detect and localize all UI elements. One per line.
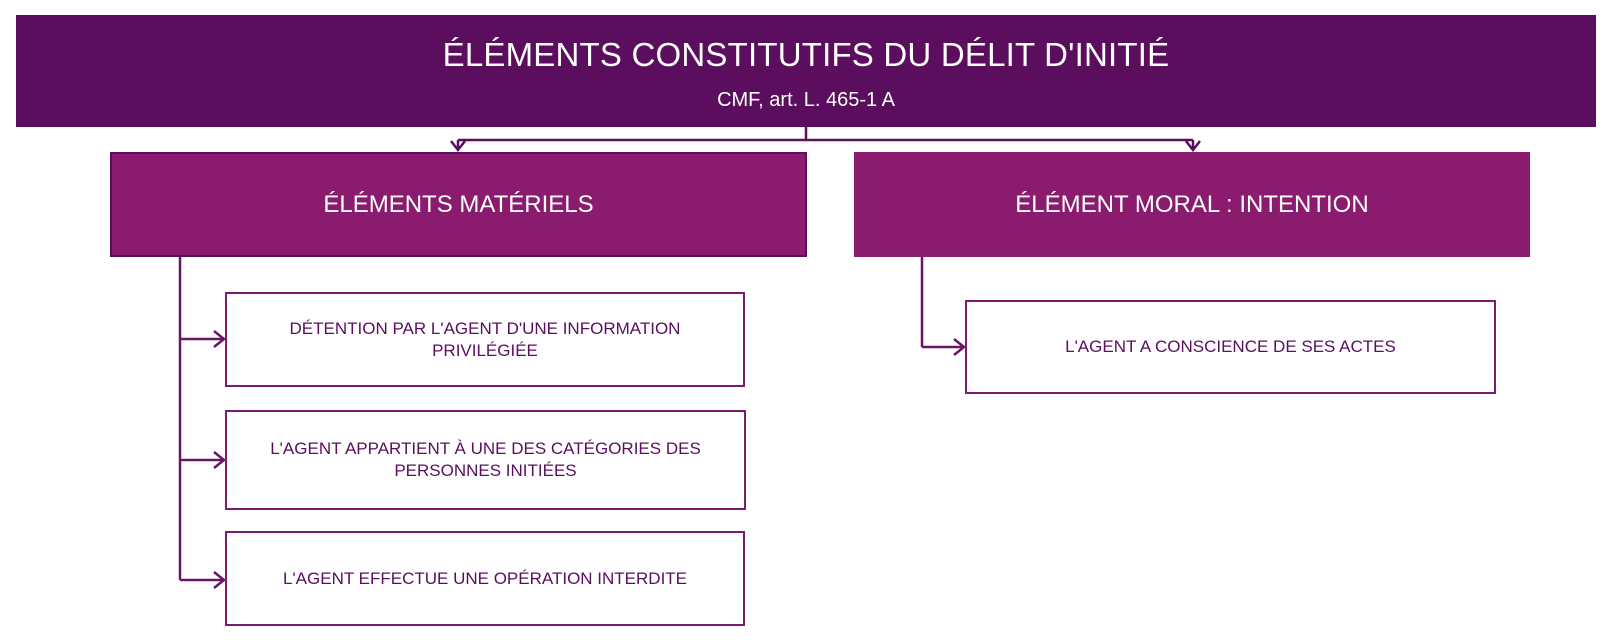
item-label: L'AGENT APPARTIENT À UNE DES CATÉGORIES …	[270, 439, 701, 480]
material-item-prohibited-operation: L'AGENT EFFECTUE UNE OPÉRATION INTERDITE	[225, 531, 745, 626]
category-material-elements: ÉLÉMENTS MATÉRIELS	[110, 152, 807, 257]
material-item-privileged-information: DÉTENTION PAR L'AGENT D'UNE INFORMATION …	[225, 292, 745, 387]
header-connector	[450, 127, 1201, 153]
diagram-subtitle: CMF, art. L. 465-1 A	[717, 89, 895, 111]
item-label: DÉTENTION PAR L'AGENT D'UNE INFORMATION …	[289, 318, 681, 360]
diagram-header: ÉLÉMENTS CONSTITUTIFS DU DÉLIT D'INITIÉ …	[16, 15, 1596, 127]
material-item-insider-category: L'AGENT APPARTIENT À UNE DES CATÉGORIES …	[225, 410, 746, 510]
moral-element-connector	[920, 257, 967, 356]
material-elements-connector	[178, 257, 227, 589]
item-label: L'AGENT EFFECTUE UNE OPÉRATION INTERDITE	[282, 568, 688, 588]
moral-item-awareness: L'AGENT A CONSCIENCE DE SES ACTES	[965, 300, 1496, 394]
category-moral-element: ÉLÉMENT MORAL : INTENTION	[854, 152, 1530, 257]
diagram-title: ÉLÉMENTS CONSTITUTIFS DU DÉLIT D'INITIÉ	[442, 36, 1170, 73]
item-label: L'AGENT A CONSCIENCE DE SES ACTES	[1065, 337, 1396, 356]
